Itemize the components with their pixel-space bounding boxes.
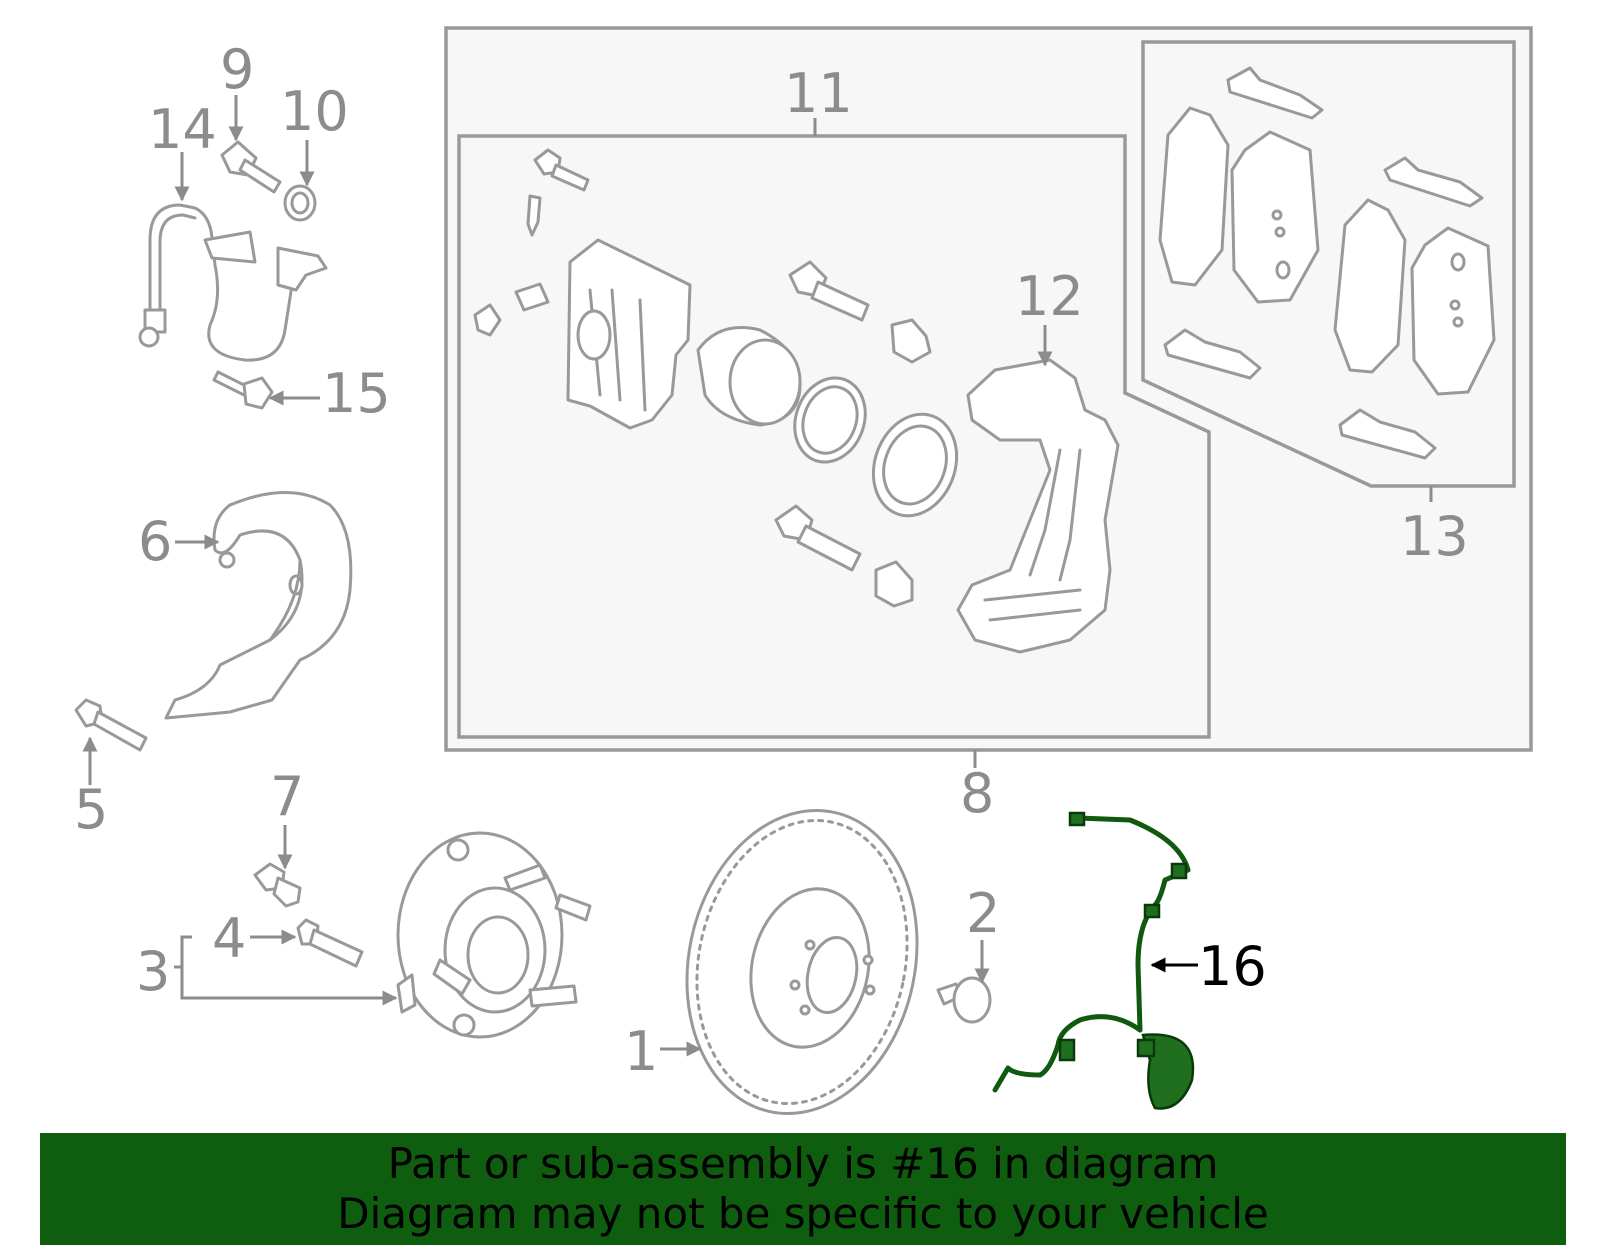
hose-bracket-bolt-part	[212, 370, 274, 410]
callout-2: 2	[966, 882, 1000, 945]
caliper-housing-part	[566, 238, 692, 430]
piston-boot-part	[871, 412, 959, 518]
caliper-piston-part	[696, 326, 802, 427]
callout-3: 3	[136, 940, 170, 1003]
guide-boot-lower-part	[874, 560, 914, 608]
info-banner: Part or sub-assembly is #16 in diagram D…	[40, 1133, 1566, 1245]
piston-seal-part	[793, 376, 867, 464]
callout-1: 1	[624, 1020, 658, 1083]
callout-15: 15	[322, 362, 391, 425]
callout-10: 10	[280, 80, 349, 143]
callout-4: 4	[212, 907, 246, 970]
callout-12: 12	[1015, 265, 1084, 328]
washer-part	[283, 184, 317, 222]
brake-pad-set-part	[1158, 66, 1496, 460]
callout-16: 16	[1198, 935, 1267, 998]
callout-14: 14	[148, 98, 217, 161]
callout-11: 11	[784, 62, 853, 125]
callout-5: 5	[74, 778, 108, 841]
hub-bolt-part	[253, 862, 302, 908]
abs-wheel-speed-sensor-part	[992, 811, 1195, 1110]
banner-line-2: Diagram may not be specific to your vehi…	[337, 1189, 1269, 1238]
callout-8: 8	[960, 762, 994, 825]
callout-6: 6	[138, 510, 172, 573]
banjo-bolt-part	[220, 140, 282, 194]
brake-rotor-part	[685, 809, 919, 1115]
guide-pin-lower-part	[774, 504, 862, 572]
wheel-stud-part	[296, 918, 364, 968]
callout-13: 13	[1400, 505, 1469, 568]
callout-7: 7	[270, 765, 304, 828]
shield-bolt-part	[74, 698, 148, 752]
brake-hose-part	[138, 203, 328, 362]
callout-9: 9	[220, 38, 254, 101]
caliper-bracket-part	[956, 358, 1120, 654]
guide-pin-upper-part	[788, 260, 870, 322]
bleeder-screw-part	[473, 148, 590, 337]
dust-shield-part	[164, 491, 353, 720]
hub-assembly-part	[396, 831, 592, 1039]
guide-boot-upper-part	[890, 318, 932, 364]
rotor-screw-part	[936, 976, 992, 1024]
banner-line-1: Part or sub-assembly is #16 in diagram	[387, 1139, 1219, 1188]
